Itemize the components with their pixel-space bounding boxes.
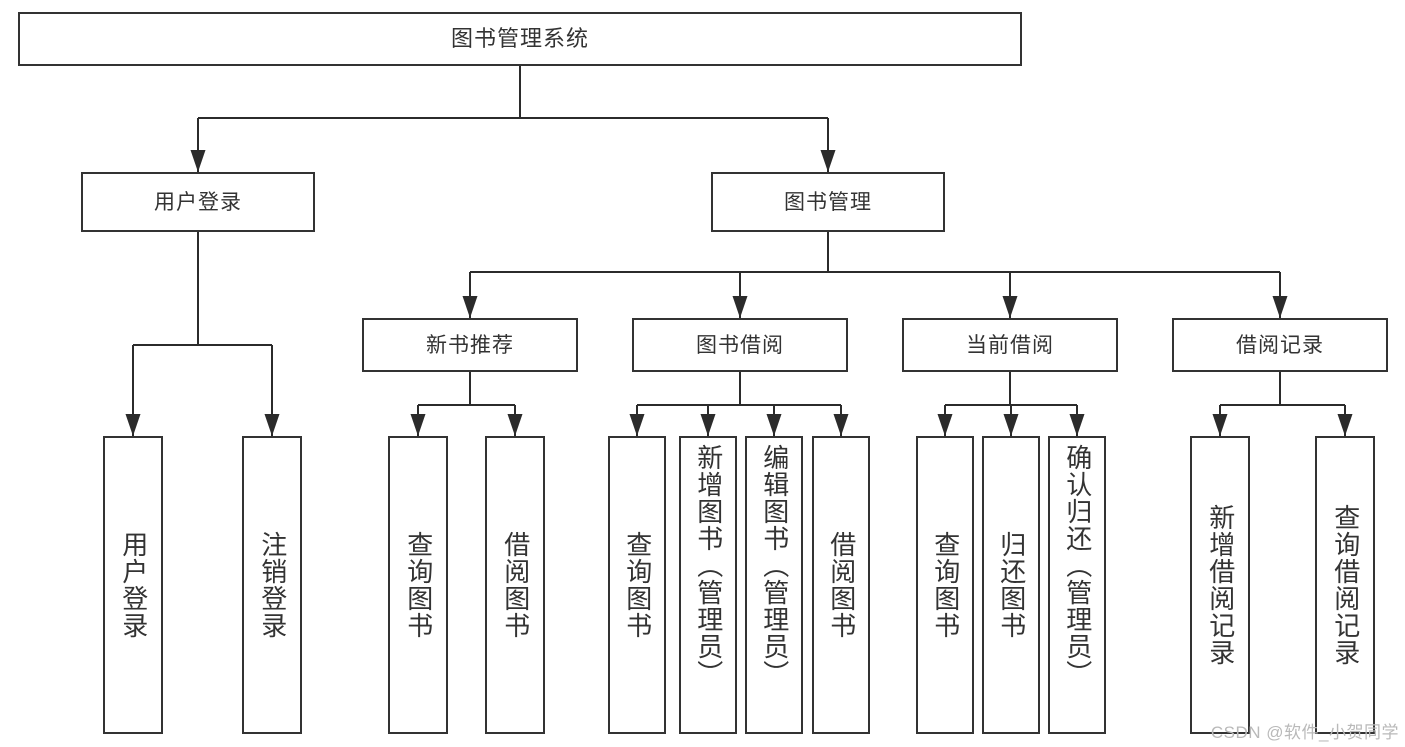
leaf-node-leaf-query-book-2[interactable]: 查询图书: [608, 436, 666, 734]
submodule-node-new-book-rec[interactable]: 新书推荐: [362, 318, 578, 372]
root-node-root[interactable]: 图书管理系统: [18, 12, 1022, 66]
node-label: 查询图书: [622, 531, 653, 639]
node-label: 借阅记录: [1236, 333, 1324, 357]
leaf-node-leaf-query-book-3[interactable]: 查询图书: [916, 436, 974, 734]
node-label: 新增借阅记录: [1205, 504, 1236, 666]
leaf-node-leaf-user-login[interactable]: 用户登录: [103, 436, 163, 734]
node-label: 当前借阅: [966, 333, 1054, 357]
leaf-node-leaf-borrow-book-2[interactable]: 借阅图书: [812, 436, 870, 734]
module-node-user-login[interactable]: 用户登录: [81, 172, 315, 232]
node-label: 新增图书（管理员）: [693, 444, 724, 687]
leaf-node-leaf-borrow-book-1[interactable]: 借阅图书: [485, 436, 545, 734]
leaf-node-leaf-return-book[interactable]: 归还图书: [982, 436, 1040, 734]
node-label: 借阅图书: [500, 531, 531, 639]
node-label: 注销登录: [257, 531, 288, 639]
node-label: 查询借阅记录: [1330, 504, 1361, 666]
leaf-node-leaf-edit-book[interactable]: 编辑图书（管理员）: [745, 436, 803, 734]
submodule-node-current-borrow[interactable]: 当前借阅: [902, 318, 1118, 372]
module-node-book-manage[interactable]: 图书管理: [711, 172, 945, 232]
leaf-node-leaf-logout[interactable]: 注销登录: [242, 436, 302, 734]
node-label: 查询图书: [930, 531, 961, 639]
leaf-node-leaf-query-record[interactable]: 查询借阅记录: [1315, 436, 1375, 734]
leaf-node-leaf-add-record[interactable]: 新增借阅记录: [1190, 436, 1250, 734]
watermark-text: CSDN @软件_小贺同学: [1210, 723, 1399, 742]
node-label: 确认归还（管理员）: [1062, 444, 1093, 687]
leaf-node-leaf-add-book[interactable]: 新增图书（管理员）: [679, 436, 737, 734]
leaf-node-leaf-query-book-1[interactable]: 查询图书: [388, 436, 448, 734]
node-label: 图书借阅: [696, 333, 784, 357]
leaf-node-leaf-confirm-return[interactable]: 确认归还（管理员）: [1048, 436, 1106, 734]
node-label: 新书推荐: [426, 333, 514, 357]
node-label: 用户登录: [154, 190, 242, 214]
submodule-node-book-borrow[interactable]: 图书借阅: [632, 318, 848, 372]
node-label: 图书管理系统: [450, 26, 589, 51]
node-label: 查询图书: [403, 531, 434, 639]
submodule-node-borrow-record[interactable]: 借阅记录: [1172, 318, 1388, 372]
node-label: 归还图书: [996, 531, 1027, 639]
node-label: 编辑图书（管理员）: [759, 444, 790, 687]
node-label: 用户登录: [118, 531, 149, 639]
node-label: 图书管理: [784, 190, 872, 214]
node-label: 借阅图书: [826, 531, 857, 639]
